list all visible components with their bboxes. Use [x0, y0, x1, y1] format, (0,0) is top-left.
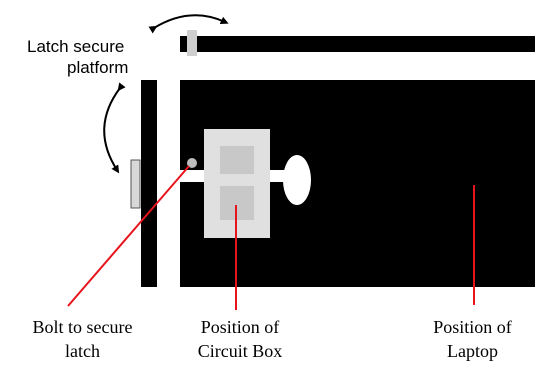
latch-platform-bar — [180, 36, 535, 52]
latch-platform-label: Latch secure platform — [27, 37, 129, 77]
bolt-knob — [283, 155, 311, 205]
circuit-box-label: Position of Circuit Box — [197, 317, 283, 361]
bolt-label: Bolt to secure latch — [32, 317, 133, 361]
rotation-arrow-top — [148, 14, 229, 34]
latch-post — [141, 80, 157, 287]
rotation-arrow-left — [103, 82, 126, 174]
latch-platform-hinge — [187, 30, 197, 56]
latch-clip — [130, 159, 141, 209]
bolt-pointer-line — [67, 165, 190, 307]
circuit-box-inner-top — [220, 146, 254, 174]
laptop-label: Position of Laptop — [433, 317, 512, 361]
bolt-head — [187, 158, 197, 168]
